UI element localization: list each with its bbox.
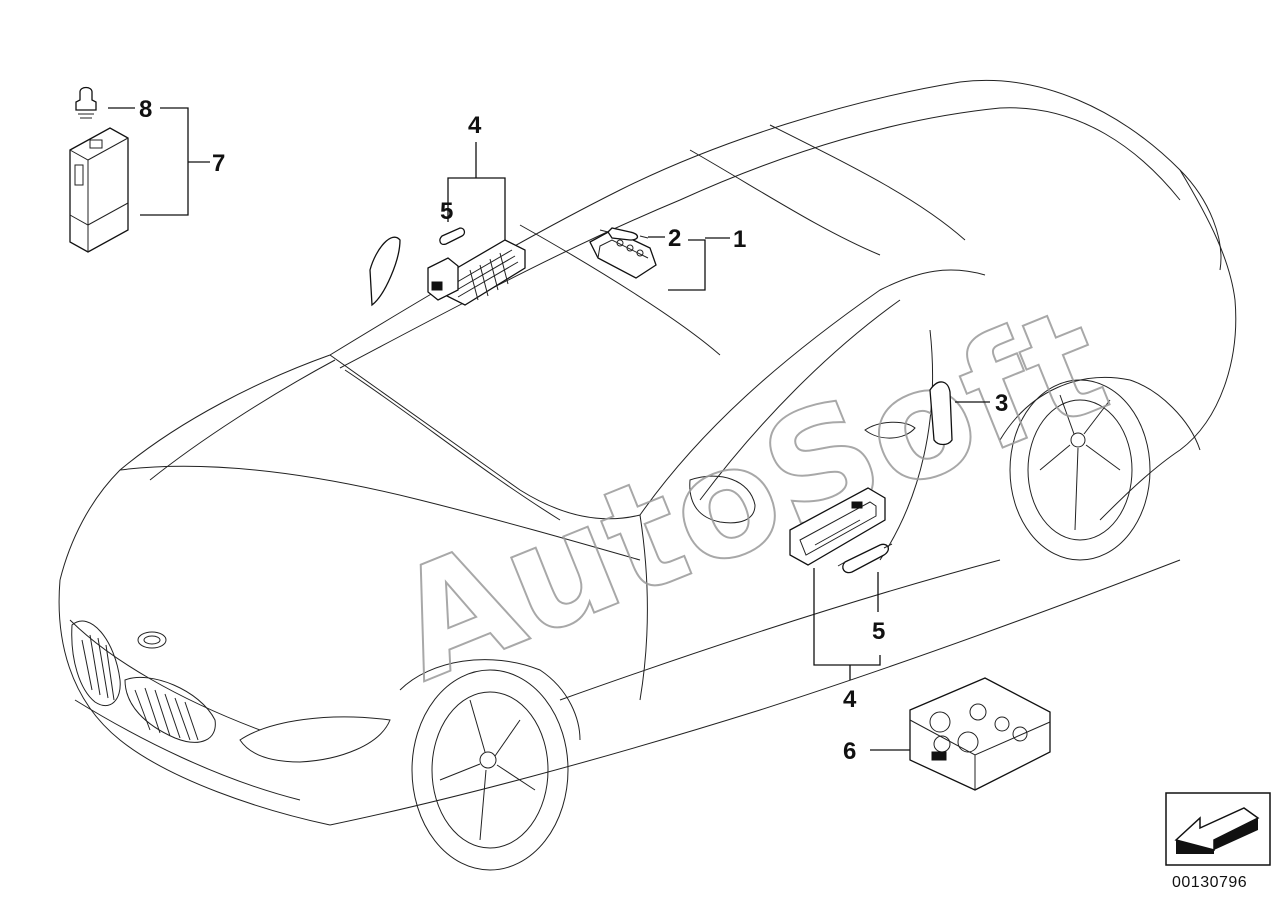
return-arrow-icon[interactable] [1165,792,1271,866]
callout-5-bottom: 5 [872,618,885,645]
part-8-bulb-icon [75,86,97,119]
part-4-luggage-light-icon [427,239,526,306]
callout-2: 2 [668,225,681,252]
callout-7: 7 [212,150,225,177]
callout-4-bottom: 4 [843,686,857,713]
callout-3: 3 [995,390,1008,417]
callout-1: 1 [733,226,746,253]
callout-8: 8 [139,96,152,123]
callout-4-top: 4 [468,112,482,139]
callout-5-top: 5 [440,198,453,225]
mirror-lens-icon [369,236,401,307]
part-5-bulb-bottom-icon [837,543,893,574]
part-7-storage-box-icon [69,127,129,253]
bracket-4-bottom [813,568,881,680]
watermark-text: AutoSoft [372,274,1129,715]
part-5-bulb-top-icon [439,227,466,246]
car-outline-icon [58,79,1237,871]
bracket-1 [668,237,730,291]
callout-6: 6 [843,738,856,765]
part-6-bulb-kit-icon [909,677,1051,791]
part-3-lens-icon [929,381,953,446]
bracket-7 [140,107,210,216]
reference-code: 00130796 [1172,874,1247,891]
part-4-door-light-icon [789,487,886,566]
part-2-festoon-bulb-icon [599,227,649,241]
bracket-4-top [447,142,506,240]
